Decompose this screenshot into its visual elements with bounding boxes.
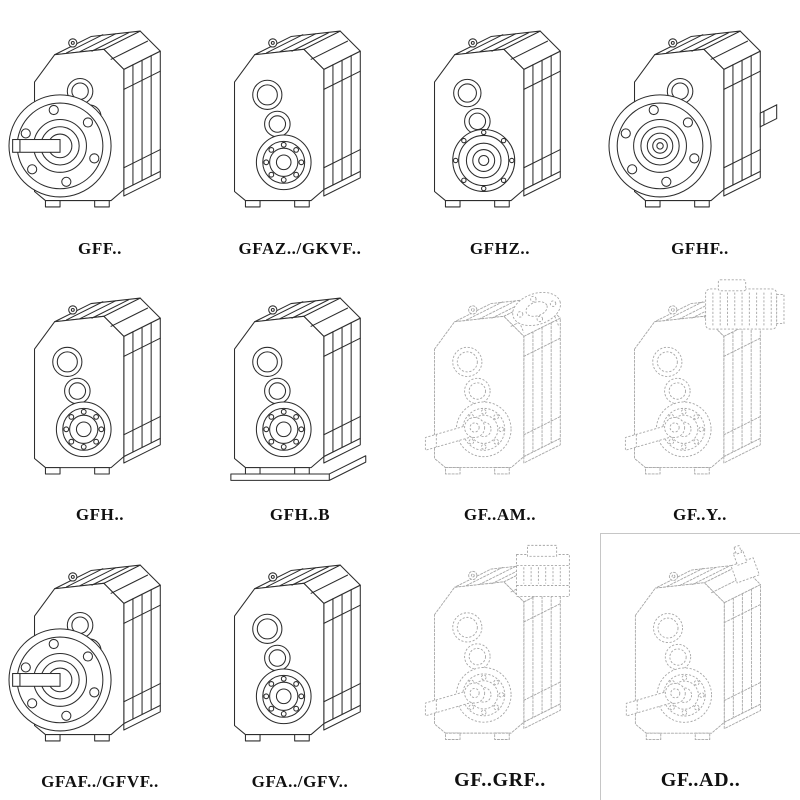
catalog-cell-gff: GFF.. — [0, 0, 200, 267]
model-label: GF..Y.. — [673, 505, 727, 525]
model-label: GF..AD.. — [660, 768, 741, 791]
model-label: GF..GRF.. — [454, 768, 546, 791]
catalog-cell-gfh-b: GFH..B — [200, 267, 400, 534]
gearbox-drawing-iec-adapter — [402, 273, 598, 503]
catalog-cell-gfaf-gfvf: GFAF../GFVF.. — [0, 533, 200, 800]
model-label: GFHZ.. — [469, 238, 531, 258]
gearbox-drawing-input-shaft-adapter — [603, 540, 798, 766]
gearbox-drawing-hollow-flange — [602, 6, 798, 236]
gearbox-drawing-base-plate — [202, 273, 398, 503]
model-label: GF..AM.. — [463, 505, 537, 525]
catalog-cell-gf-am: GF..AM.. — [400, 267, 600, 534]
gearbox-drawing-hollow-shaft — [202, 539, 398, 769]
catalog-cell-gfa-gfv: GFA../GFV.. — [200, 533, 400, 800]
gearbox-drawing-foot-mounted — [2, 273, 198, 503]
gearbox-drawing-hollow-shaft — [202, 6, 398, 236]
gearbox-drawing-motor-mounted — [602, 273, 798, 503]
gearbox-drawing-flange-solid-shaft — [2, 6, 198, 236]
catalog-cell-gfhz: GFHZ.. — [400, 0, 600, 267]
model-label: GFA../GFV.. — [251, 771, 349, 791]
model-label: GFAZ../GKVF.. — [238, 238, 362, 258]
catalog-cell-gf-ad: GF..AD.. — [600, 533, 800, 800]
model-label: GFAF../GFVF.. — [41, 771, 159, 791]
gearbox-drawing-grf-adapter — [402, 539, 598, 766]
catalog-cell-gf-y: GF..Y.. — [600, 267, 800, 534]
catalog-cell-gfaz-gkvf: GFAZ../GKVF.. — [200, 0, 400, 267]
catalog-cell-gfhf: GFHF.. — [600, 0, 800, 267]
catalog-cell-gf-grf: GF..GRF.. — [400, 533, 600, 800]
catalog-cell-gfh: GFH.. — [0, 267, 200, 534]
model-label: GFF.. — [78, 238, 122, 258]
model-label: GFH..B — [269, 505, 331, 525]
model-label: GFHF.. — [671, 238, 729, 258]
model-label: GFH.. — [75, 505, 125, 525]
gearbox-drawing-flange-solid-shaft — [2, 539, 198, 769]
gearbox-drawing-shrink-disc — [402, 6, 598, 236]
